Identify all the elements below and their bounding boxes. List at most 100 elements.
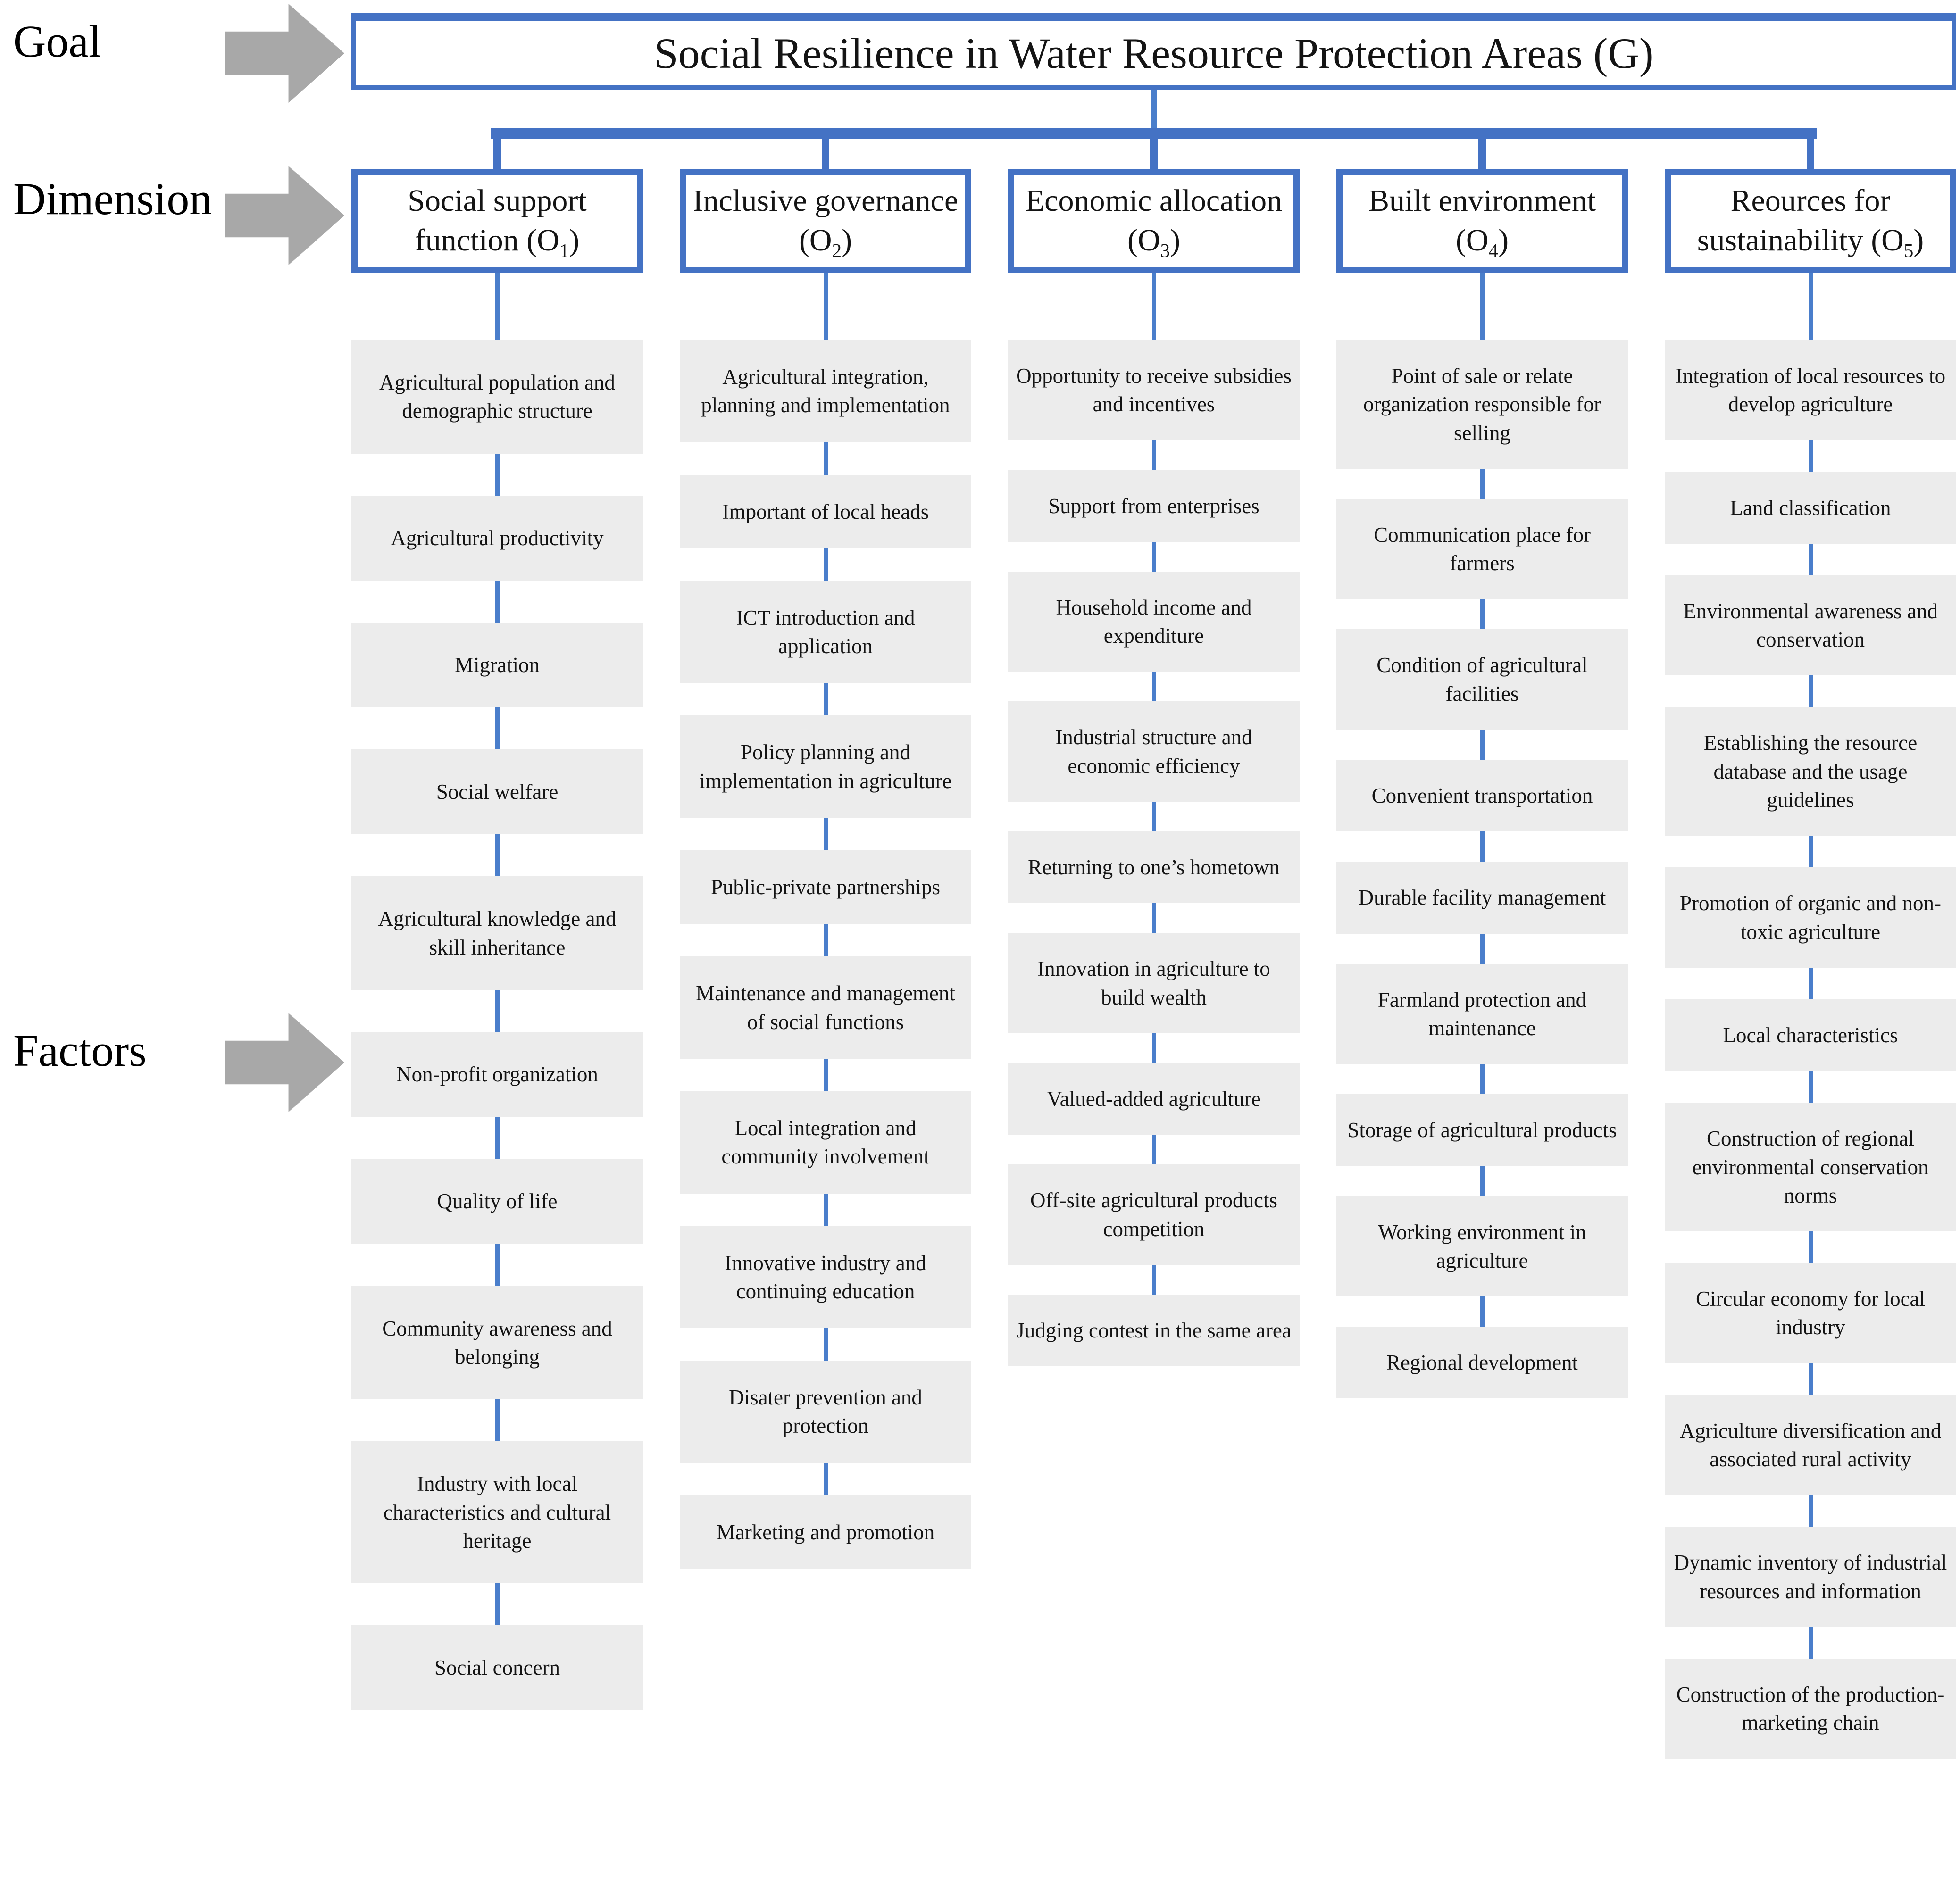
factor-box: Land classification: [1665, 472, 1956, 544]
connector-line: [1808, 967, 1813, 999]
connector-stem: [493, 138, 501, 170]
factor-box: Off-site agricultural products competiti…: [1008, 1164, 1300, 1265]
factor-box: ICT introduction and application: [680, 581, 971, 683]
factor-box-label: Storage of agricultural products: [1347, 1118, 1617, 1142]
factor-box: Durable facility management: [1336, 862, 1628, 934]
factor-box: Agricultural productivity: [351, 495, 643, 581]
factor-box: Farmland protection and maintenance: [1336, 963, 1628, 1064]
factor-box-label: Support from enterprises: [1048, 494, 1259, 518]
factor-box-label: Quality of life: [437, 1189, 558, 1213]
factor-box-label: Disater prevention and protection: [729, 1386, 922, 1438]
factor-box: Local integration and community involvem…: [680, 1091, 971, 1194]
factor-box-label: Durable facility management: [1358, 886, 1606, 910]
dimension-box-label: Built environment (O4): [1368, 183, 1596, 262]
connector-line: [1151, 1135, 1156, 1165]
dimension-column: Social support function (O1) Agricultural…: [351, 138, 643, 1711]
dimension-box: Social support function (O1): [351, 169, 643, 273]
factor-box: Valued-added agriculture: [1008, 1063, 1300, 1135]
factor-box-label: Point of sale or relate organization res…: [1363, 364, 1601, 445]
factor-box-label: Agriculture diversification and associat…: [1679, 1419, 1942, 1471]
factor-box: Agricultural knowledge and skill inherit…: [351, 876, 643, 990]
factor-box-label: Establishing the resource database and t…: [1703, 731, 1918, 812]
dimension-box: Inclusive governance (O2): [680, 169, 971, 273]
factor-box-label: Farmland protection and maintenance: [1377, 988, 1587, 1040]
connector-line: [1151, 672, 1156, 702]
factor-box-label: Social concern: [434, 1656, 560, 1680]
connector-line: [495, 834, 500, 877]
factor-box-label: Working environment in agriculture: [1378, 1220, 1586, 1272]
factor-box-label: Agricultural integration, planning and i…: [701, 365, 950, 417]
connector-horizontal-bar: [491, 128, 1817, 139]
connector-stem: [1478, 138, 1486, 170]
factor-box-label: Returning to one’s hometown: [1028, 855, 1280, 880]
factor-box-label: Integration of local resources to develo…: [1675, 364, 1946, 416]
factor-box: Regional development: [1336, 1327, 1628, 1399]
connector-line: [823, 1328, 828, 1361]
connector-line: [1808, 1627, 1813, 1659]
connector-line: [823, 818, 828, 851]
connector-line: [823, 1193, 828, 1226]
connector-line: [1151, 440, 1156, 470]
connector-line: [495, 1399, 500, 1442]
connector-line: [1808, 836, 1813, 868]
goal-box: Social Resilience in Water Resource Prot…: [351, 13, 1956, 90]
dimension-box: Reources for sustainability (O5): [1665, 169, 1956, 273]
factor-box-label: Public-private partnerships: [710, 875, 941, 899]
factor-box: Establishing the resource database and t…: [1665, 707, 1956, 836]
factor-box-label: Promotion of organic and non-toxic agric…: [1679, 891, 1942, 944]
factor-box: Social concern: [351, 1625, 643, 1711]
factor-box-label: Local integration and community involvem…: [721, 1116, 930, 1169]
factor-box: Dynamic inventory of industrial resource…: [1665, 1527, 1956, 1627]
factors-label: Factors: [13, 1025, 147, 1076]
dimension-box-label: Reources for sustainability (O5): [1697, 183, 1924, 262]
factor-box-label: Maintenance and management of social fun…: [696, 981, 955, 1034]
factor-box-label: Regional development: [1386, 1351, 1578, 1375]
connector-line: [823, 1058, 828, 1091]
connector-line: [1480, 933, 1485, 964]
connector-line: [1480, 1296, 1485, 1327]
factor-box-label: Social welfare: [436, 780, 559, 804]
factor-box: Non-profit organization: [351, 1032, 643, 1117]
connector-stem: [1150, 138, 1158, 170]
factor-box-label: Non-profit organization: [396, 1063, 598, 1087]
factor-box: Marketing and promotion: [680, 1495, 971, 1569]
connector-line: [1808, 273, 1813, 340]
factor-box: Promotion of organic and non-toxic agric…: [1665, 867, 1956, 968]
connector-line: [1480, 599, 1485, 630]
factor-box: Maintenance and management of social fun…: [680, 956, 971, 1059]
connector-line: [1151, 903, 1156, 933]
dimension-column: Economic allocation (O3)Opportunity to r…: [1008, 138, 1300, 1367]
connector-line: [1480, 273, 1485, 340]
goal-label: Goal: [13, 16, 101, 66]
connector-line: [1808, 1495, 1813, 1527]
connector-line: [1480, 468, 1485, 499]
dimension-column: Built environment (O4) Point of sale or r…: [1336, 138, 1628, 1399]
factor-box-label: Important of local heads: [722, 499, 929, 523]
factor-box: Judging contest in the same area: [1008, 1294, 1300, 1367]
right-arrow-icon: [225, 166, 344, 265]
factor-box-label: Industry with local characteristics and …: [383, 1472, 611, 1553]
connector-stem: [1807, 138, 1814, 170]
factor-box-label: Local characteristics: [1723, 1023, 1898, 1047]
connector-line: [1480, 1166, 1485, 1196]
connector-line: [1480, 831, 1485, 862]
connector-line: [495, 580, 500, 623]
factor-box-label: Off-site agricultural products competiti…: [1030, 1188, 1277, 1241]
factor-box-label: Innovation in agriculture to build wealt…: [1037, 957, 1270, 1009]
factor-box-label: Environmental awareness and conservation: [1683, 599, 1938, 652]
factor-box: Quality of life: [351, 1159, 643, 1244]
factor-box-label: Circular economy for local industry: [1695, 1287, 1926, 1339]
factor-box: Innovative industry and continuing educa…: [680, 1226, 971, 1329]
connector-line: [1808, 440, 1813, 472]
factor-box: Condition of agricultural facilities: [1336, 629, 1628, 730]
connector-line: [823, 273, 828, 340]
connector-line: [823, 1462, 828, 1495]
connector-goal-stem: [1151, 90, 1157, 130]
connector-line: [823, 442, 828, 475]
connector-line: [1808, 1231, 1813, 1263]
right-arrow-icon: [225, 4, 344, 103]
factor-box-label: ICT introduction and application: [736, 606, 915, 658]
connector-line: [1480, 730, 1485, 760]
factor-box-label: Agricultural population and demographic …: [379, 370, 615, 423]
